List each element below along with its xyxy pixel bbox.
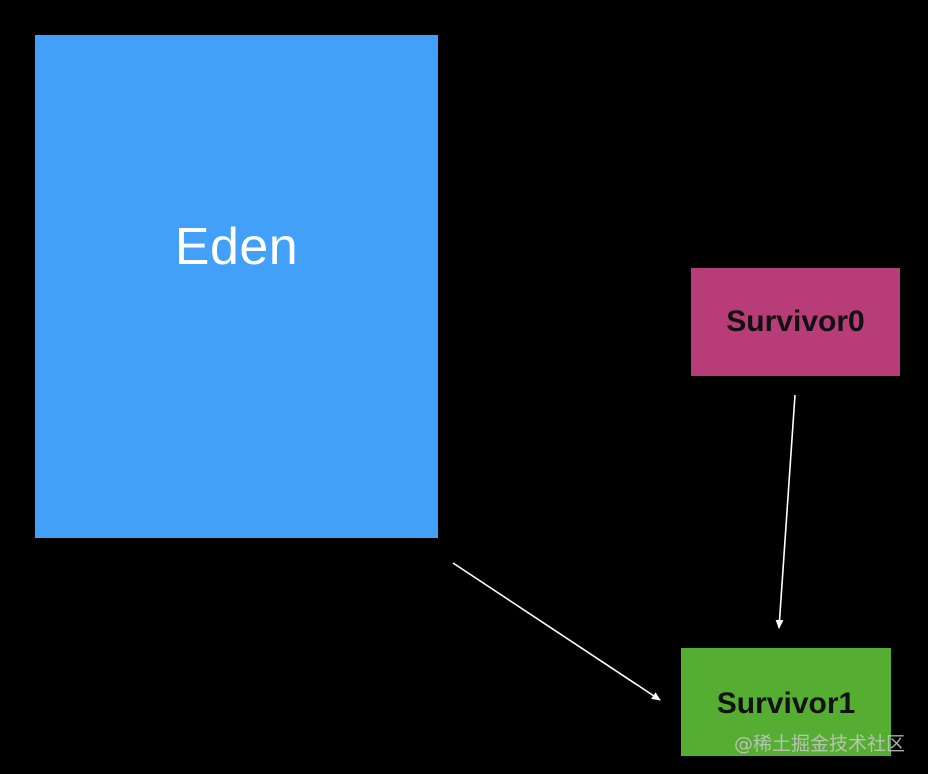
watermark-text: @稀土掘金技术社区	[733, 733, 905, 755]
eden-region-box: Eden	[35, 35, 438, 538]
eden-to-survivor1-arrow	[452, 562, 661, 701]
survivor0-region-box: Survivor0	[691, 268, 900, 376]
eden-label: Eden	[174, 217, 299, 276]
survivor1-region-box: Survivor1	[681, 648, 891, 756]
survivor1-label: Survivor1	[716, 687, 856, 720]
survivor0-to-survivor1-arrow	[775, 394, 796, 629]
survivor0-label: Survivor0	[726, 305, 865, 338]
